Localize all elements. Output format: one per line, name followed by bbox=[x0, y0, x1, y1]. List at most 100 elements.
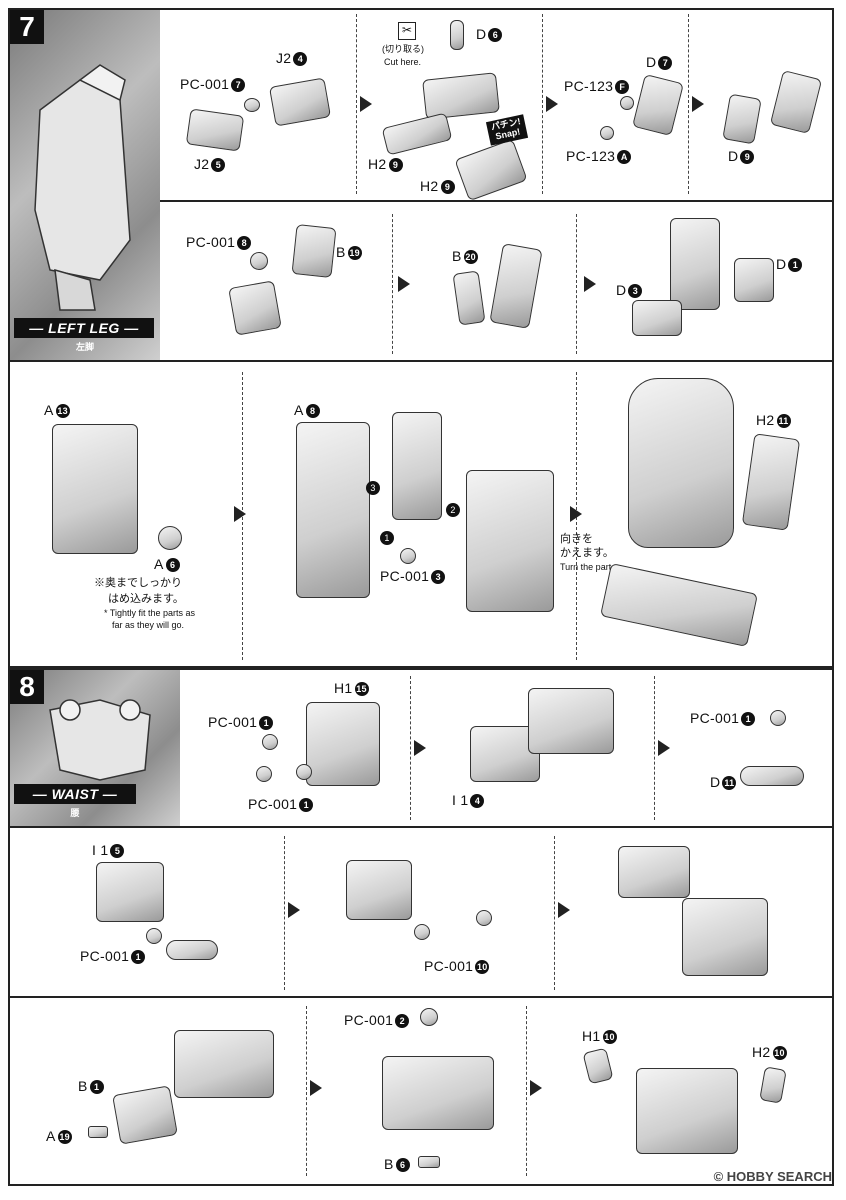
divider-8-r1-b bbox=[654, 676, 655, 820]
flow-arrow bbox=[692, 96, 704, 112]
divider-7-row1 bbox=[8, 200, 834, 202]
divider-7-r1-c bbox=[688, 14, 689, 194]
section-label-waist: — WAIST — bbox=[14, 784, 136, 804]
part-waist-body bbox=[682, 898, 768, 976]
waist-illustration bbox=[49, 699, 151, 781]
note-turn-en: Turn the part. bbox=[560, 562, 614, 572]
part-i1-5 bbox=[96, 862, 164, 922]
flow-arrow bbox=[310, 1080, 322, 1096]
part-b-6 bbox=[418, 1156, 440, 1168]
divider-7-r2-a bbox=[392, 214, 393, 354]
divider-7-r1-a bbox=[356, 14, 357, 194]
flow-arrow bbox=[584, 276, 596, 292]
part-a-6 bbox=[158, 526, 182, 550]
part-leg-assembled bbox=[628, 378, 734, 548]
part-outer-shell bbox=[466, 470, 554, 612]
step-number-8: 8 bbox=[10, 670, 44, 704]
part-pc001-1-b bbox=[256, 766, 272, 782]
section-sub-waist: 腰 bbox=[70, 808, 80, 818]
note-turn-jp-2: かえます。 bbox=[560, 547, 614, 559]
part-waist-assembled bbox=[382, 1056, 494, 1130]
note-turn-jp-1: 向きを bbox=[560, 533, 593, 545]
part-pc001-10-a bbox=[414, 924, 430, 940]
flow-arrow bbox=[658, 740, 670, 756]
part-pc123-a bbox=[600, 126, 614, 140]
label-step-1: 1 bbox=[380, 528, 394, 545]
part-waist-main bbox=[174, 1030, 274, 1098]
note-fit-jp-2: はめ込みます。 bbox=[108, 593, 184, 605]
part-pc001-7 bbox=[244, 98, 260, 112]
part-inner-frame bbox=[392, 412, 442, 520]
divider-8-r2-a bbox=[284, 836, 285, 990]
flow-arrow bbox=[558, 902, 570, 918]
part-leg-upper bbox=[670, 218, 720, 310]
part-d-11 bbox=[740, 766, 804, 786]
part-b-19 bbox=[291, 224, 337, 278]
part-d-1 bbox=[734, 258, 774, 302]
part-joint-ball bbox=[166, 940, 218, 960]
part-pc001-10-b bbox=[476, 910, 492, 926]
part-pc001-1-a bbox=[262, 734, 278, 750]
part-d-3 bbox=[632, 300, 682, 336]
note-fit-jp-1: ※奥までしっかり bbox=[94, 577, 182, 589]
note-fit-en-2: far as they will go. bbox=[112, 620, 185, 630]
label-step-3: 3 bbox=[366, 478, 380, 495]
part-pc001-2 bbox=[420, 1008, 438, 1026]
part-waist-front bbox=[528, 688, 614, 754]
divider-7-8 bbox=[8, 666, 834, 670]
part-d-6-peg bbox=[450, 20, 464, 50]
watermark-footer: © HOBBY SEARCH bbox=[713, 1169, 832, 1184]
cut-icon: ✂ bbox=[398, 22, 416, 40]
part-d-6 bbox=[422, 72, 500, 120]
cut-note-jp: (切り取る) bbox=[382, 44, 424, 54]
part-pc001-8 bbox=[250, 252, 268, 270]
part-a-19 bbox=[88, 1126, 108, 1138]
divider-8-r3-a bbox=[306, 1006, 307, 1176]
flow-arrow bbox=[398, 276, 410, 292]
note-fit-en-1: * Tightly fit the parts as bbox=[104, 608, 196, 618]
label-step-2: 2 bbox=[446, 500, 460, 517]
flow-arrow bbox=[288, 902, 300, 918]
divider-8-row1 bbox=[8, 826, 834, 828]
step-number-7: 7 bbox=[10, 10, 44, 44]
flow-arrow bbox=[234, 506, 246, 522]
part-waist-joint bbox=[346, 860, 412, 920]
divider-8-r3-b bbox=[526, 1006, 527, 1176]
divider-7-r2-b bbox=[576, 214, 577, 354]
divider-7-r1-b bbox=[542, 14, 543, 194]
part-pc001-3 bbox=[400, 548, 416, 564]
section-label-left-leg: — LEFT LEG — bbox=[14, 318, 154, 338]
part-pc123-f bbox=[620, 96, 634, 110]
divider-7-row2 bbox=[8, 360, 834, 362]
part-waist-joint-assembled bbox=[618, 846, 690, 898]
flow-arrow bbox=[570, 506, 582, 522]
part-h1-15 bbox=[306, 702, 380, 786]
part-a-13 bbox=[52, 424, 138, 554]
